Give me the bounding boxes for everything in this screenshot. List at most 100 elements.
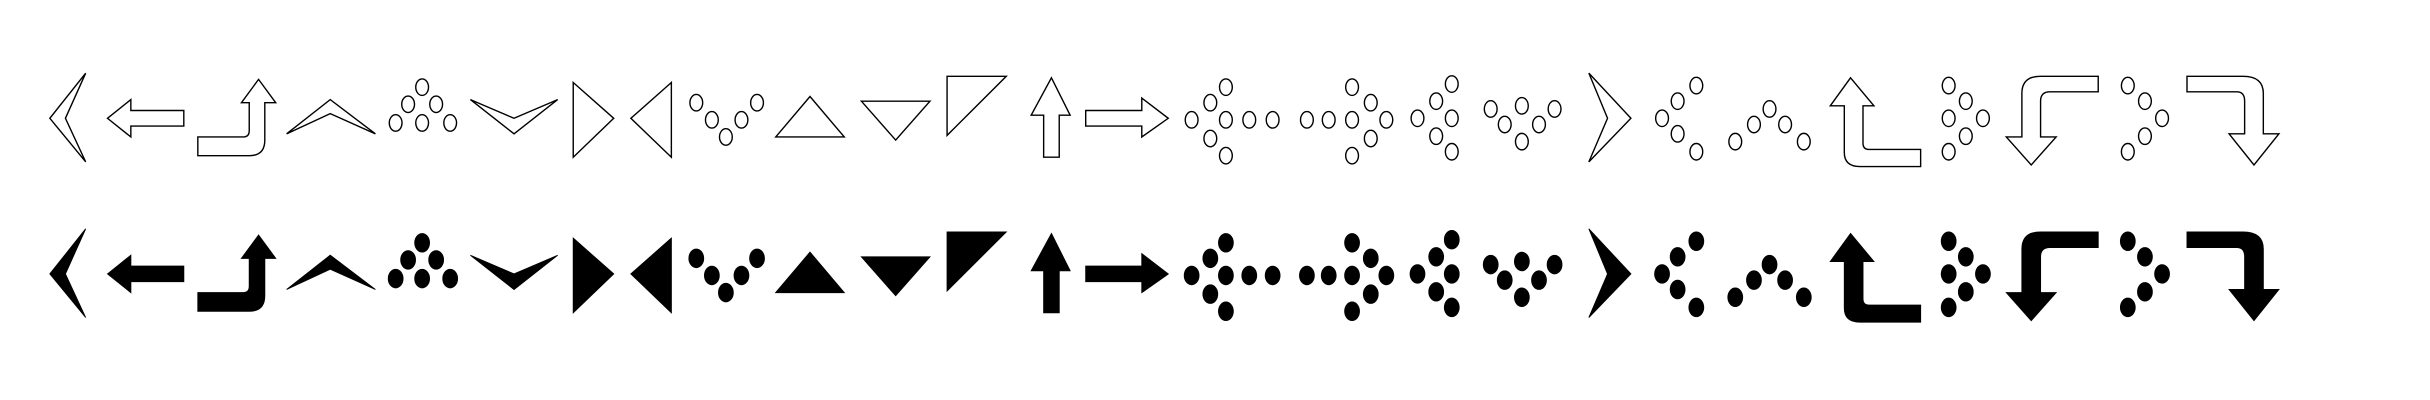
triangle-up-icon <box>774 251 846 294</box>
arrow-left-icon <box>106 98 185 139</box>
glyph-dot <box>388 114 403 132</box>
filled-glyph-row <box>49 228 2280 323</box>
glyph-dot <box>442 268 459 289</box>
glyph-shape <box>946 231 1008 293</box>
glyph-dot <box>1689 142 1704 161</box>
glyph-dot <box>1362 248 1379 269</box>
glyph-dot <box>1513 251 1530 272</box>
glyph-shape <box>106 254 185 294</box>
bend-arrow-down-right-icon <box>2186 75 2281 167</box>
glyph-shape <box>106 98 185 139</box>
dots-double-chevron-left-icon <box>1410 75 1459 161</box>
glyph-shape <box>197 234 277 312</box>
triangle-down-icon <box>860 256 931 297</box>
glyph-dot <box>1429 127 1444 146</box>
dots-arrow-right-icon <box>1299 78 1394 165</box>
dots-caret-up-icon <box>1728 99 1811 151</box>
glyph-shape <box>1085 252 1170 294</box>
dots-triangle-up-icon <box>388 78 458 132</box>
glyph-dot <box>1688 297 1705 318</box>
glyph-dot <box>1218 146 1233 165</box>
glyph-dot <box>1218 78 1233 97</box>
glyph-dot <box>734 110 749 129</box>
glyph-dot <box>1762 99 1777 118</box>
glyph-shape <box>2005 231 2099 322</box>
glyph-dot <box>1957 247 1974 267</box>
glyph-dot <box>1795 287 1812 308</box>
dots-v-icon <box>689 93 765 146</box>
glyph-dot <box>1444 109 1459 128</box>
bend-arrow-down-right-icon <box>2186 231 2280 322</box>
chevron-left-icon <box>49 228 87 318</box>
chevron-right-icon <box>1588 228 1632 318</box>
glyph-dot <box>2137 127 2153 146</box>
glyph-shape <box>859 100 932 142</box>
glyph-dot <box>1941 109 1956 128</box>
glyph-dot <box>1203 93 1218 112</box>
glyph-dot <box>1362 284 1379 304</box>
glyph-dot <box>689 93 704 112</box>
glyph-dot <box>1443 264 1460 284</box>
glyph-dot <box>1183 265 1200 286</box>
glyph-dot <box>1958 127 1973 146</box>
glyph-dot <box>1410 109 1425 128</box>
glyph-dot <box>1482 254 1499 275</box>
dots-arrow-right-icon <box>1299 233 1395 322</box>
glyph-dot <box>1514 96 1529 115</box>
glyph-dot <box>2119 231 2136 251</box>
glyph-dot <box>1241 265 1258 286</box>
glyph-dot <box>1941 76 1956 95</box>
glyph-dot <box>1428 282 1445 302</box>
chevron-left-icon <box>48 72 87 163</box>
glyph-dot <box>2119 297 2136 318</box>
dots-triangle-down-icon <box>1483 96 1562 151</box>
glyph-dot <box>443 114 458 132</box>
glyph-dot <box>1513 287 1530 308</box>
glyph-shape <box>2004 75 2099 167</box>
glyph-dot <box>1344 233 1360 253</box>
glyph-shape <box>1828 76 1922 168</box>
glyph-dot <box>1957 282 1974 302</box>
glyph-dot <box>1975 264 1991 284</box>
glyph-dot <box>1746 270 1762 290</box>
glyph-dot <box>1958 92 1973 111</box>
glyph-dot <box>414 268 431 289</box>
glyph-dot <box>1321 110 1336 129</box>
glyph-dot <box>749 248 765 269</box>
glyph-shape <box>1829 232 1922 323</box>
glyph-shape <box>630 237 672 314</box>
l-arrow-up-icon <box>1828 76 1922 168</box>
glyph-dot <box>401 95 416 114</box>
glyph-dot <box>1344 301 1360 322</box>
dots-v-icon <box>688 248 765 303</box>
triangle-left-icon <box>629 80 673 159</box>
glyph-shape <box>629 80 673 159</box>
triangle-left-icon <box>630 237 672 314</box>
arrow-up-icon <box>1030 76 1072 158</box>
glyph-shape <box>48 72 87 163</box>
glyph-dot <box>1796 132 1811 151</box>
glyph-dot <box>749 93 765 112</box>
glyph-dot <box>1654 109 1670 128</box>
outline-glyph-row <box>48 72 2281 168</box>
bend-arrow-down-left-icon <box>2004 75 2099 167</box>
glyph-shape <box>572 237 615 314</box>
glyph-dot <box>1409 264 1426 284</box>
glyph-dot <box>415 78 430 97</box>
caret-up-icon <box>286 98 376 135</box>
glyph-dot <box>1444 75 1459 93</box>
glyph-shape <box>572 80 615 159</box>
caret-down-icon <box>469 98 559 135</box>
glyph-dot <box>2154 109 2170 128</box>
dots-arrow-left-icon <box>1184 78 1280 165</box>
dots-chevron-left-icon <box>1654 76 1704 161</box>
hook-arrow-up-icon <box>197 78 278 157</box>
dots-double-chevron-right-icon <box>1941 76 1991 161</box>
arrow-right-icon <box>1085 96 1170 139</box>
glyph-dot <box>1514 132 1529 151</box>
glyph-dot <box>1264 265 1281 286</box>
glyph-dot <box>1242 110 1257 129</box>
glyph-dot <box>415 114 430 132</box>
glyph-dot <box>2154 264 2170 284</box>
